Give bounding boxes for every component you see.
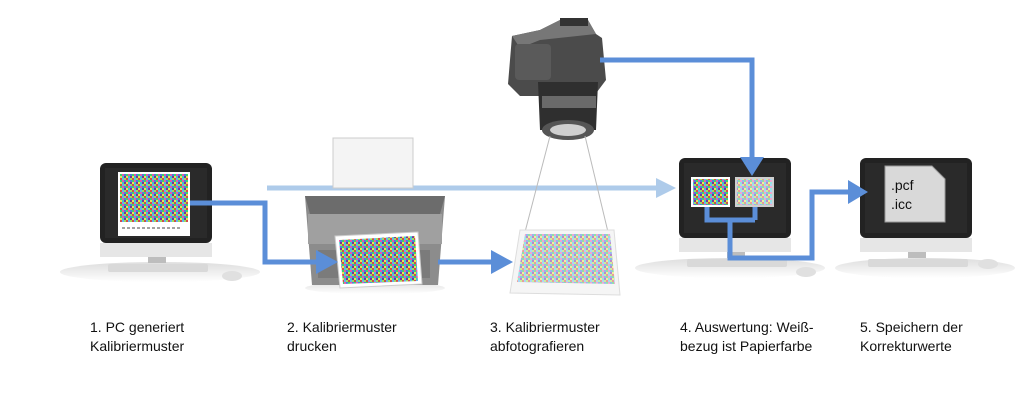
step-5-caption: 5. Speichern der Korrekturwerte <box>860 319 963 354</box>
step-4-caption: 4. Auswertung: Weiß- bezug ist Papierfar… <box>680 319 814 354</box>
photographed-pattern-icon <box>509 229 621 296</box>
light-arrow-head <box>656 178 676 198</box>
arrowhead-3 <box>740 157 764 176</box>
arrowhead-4 <box>848 180 868 204</box>
view-line-left <box>524 135 551 233</box>
arrowhead-2 <box>491 250 513 274</box>
file-ext-icc: .icc <box>891 196 912 212</box>
printer-icon <box>305 137 445 294</box>
step-2-caption: 2. Kalibriermuster drucken <box>287 319 397 354</box>
arrow-monitor4-to-monitor5 <box>704 189 852 261</box>
step-3-caption: 3. Kalibriermuster abfotografieren <box>490 319 600 354</box>
arrow-camera-to-monitor <box>600 57 755 160</box>
computer-5-icon <box>835 158 1015 278</box>
camera-icon <box>508 18 606 140</box>
file-icon <box>884 165 946 223</box>
step-1-caption: 1. PC generiert Kalibriermuster <box>90 319 185 354</box>
view-line-right <box>584 135 609 233</box>
arrowhead-1 <box>316 250 338 274</box>
arrow-pc-to-printer <box>190 200 320 265</box>
computer-1-icon <box>60 163 260 282</box>
file-ext-pcf: .pcf <box>891 177 914 193</box>
